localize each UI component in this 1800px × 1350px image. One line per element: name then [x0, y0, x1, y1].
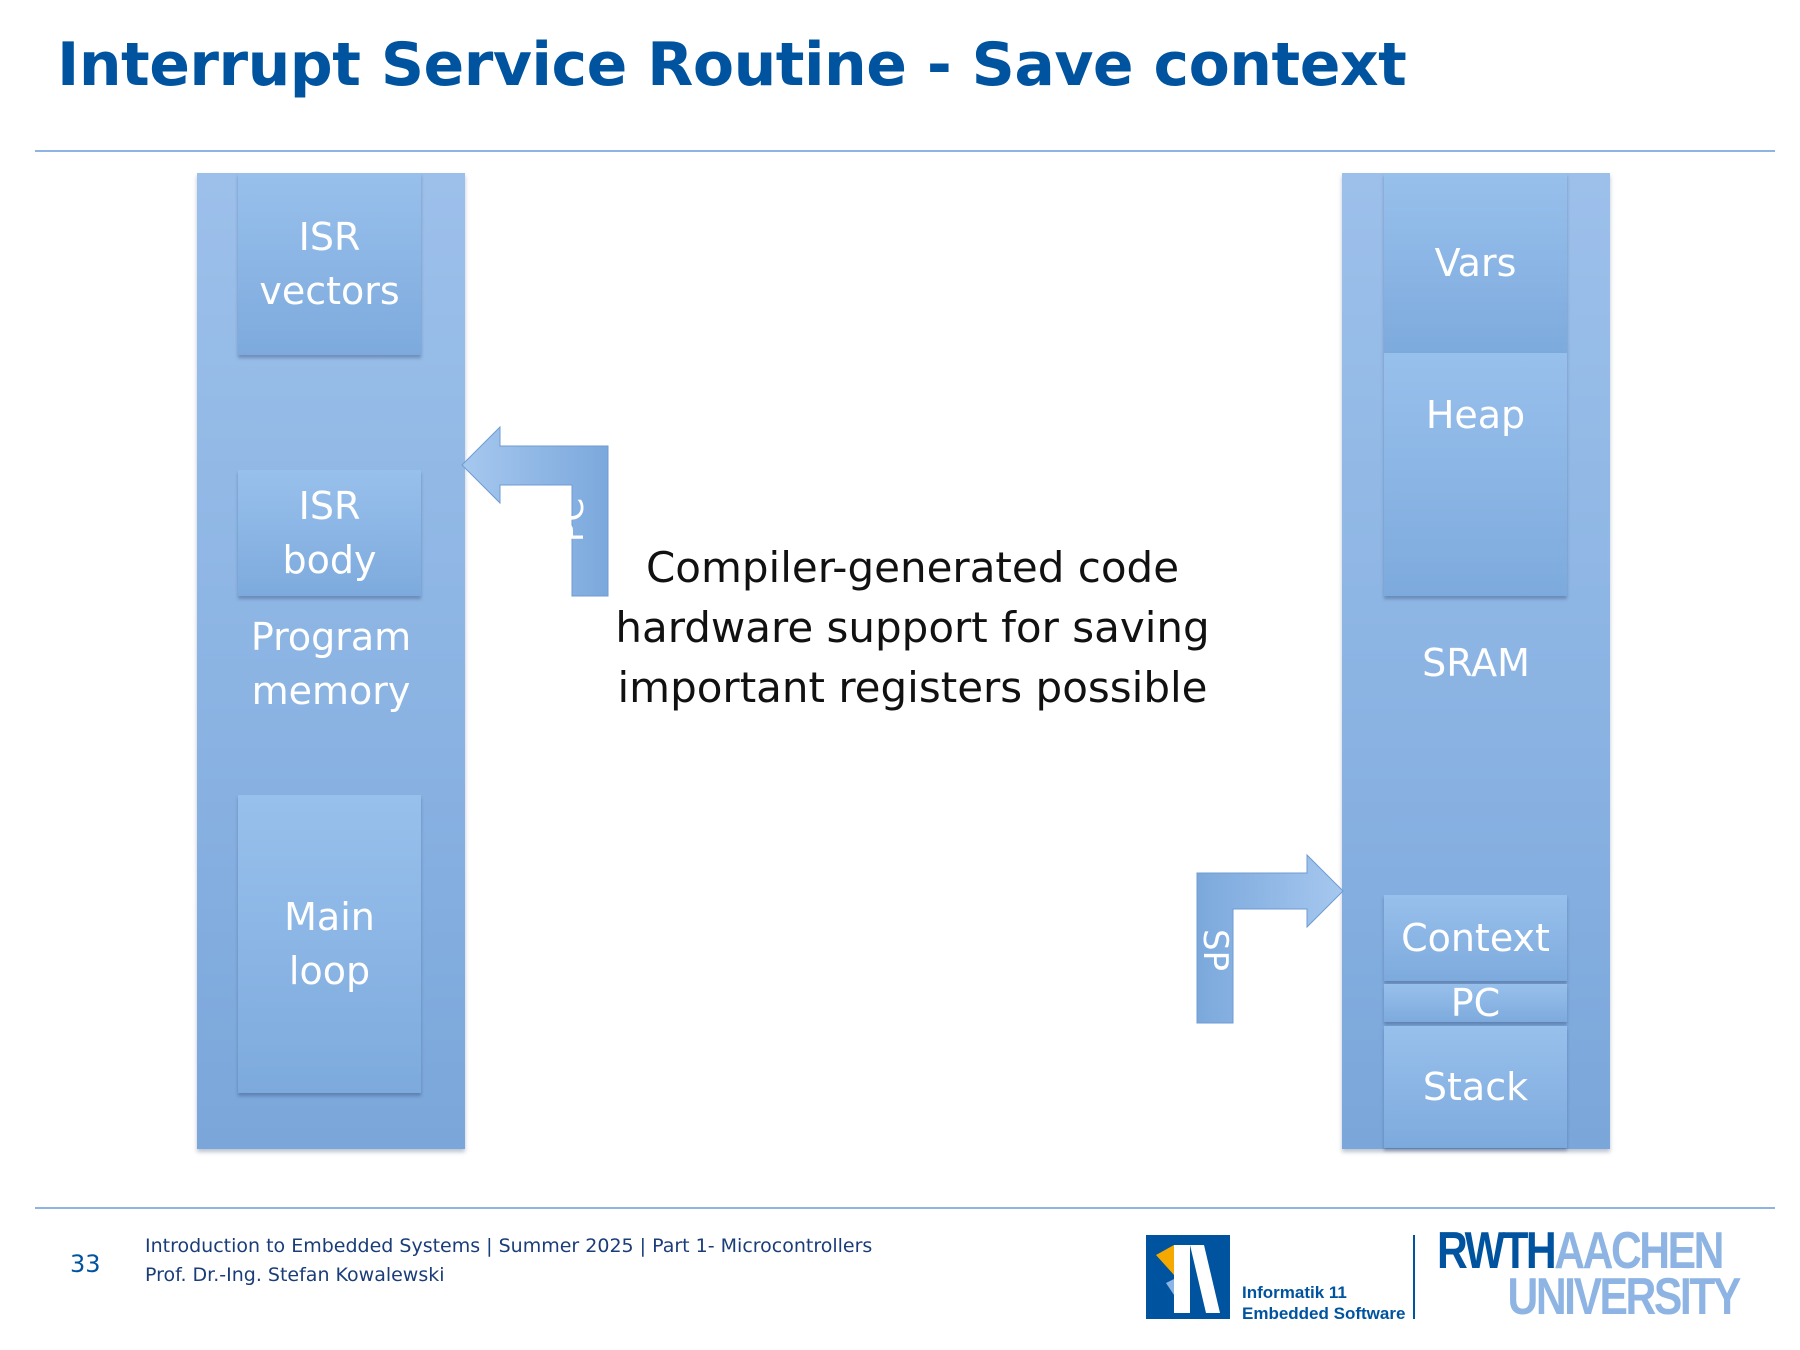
center-text-line2: hardware support for saving	[615, 603, 1210, 652]
context-label: Context	[1401, 916, 1550, 960]
program-memory-label-line2: memory	[251, 669, 411, 713]
footer-author: Prof. Dr.-Ing. Stefan Kowalewski	[145, 1264, 445, 1286]
rwth-logo-aachen: AACHEN	[1554, 1222, 1724, 1280]
heap-block: Heap	[1384, 353, 1567, 596]
isr-body-line1: ISR	[298, 484, 361, 528]
logo-i11-line1: Informatik 11	[1242, 1283, 1347, 1302]
isr-vectors-block: ISR vectors	[238, 173, 421, 355]
isr-body-line2: body	[282, 538, 377, 582]
stack-pc-label: PC	[1450, 981, 1501, 1025]
program-memory-label-line1: Program	[250, 615, 412, 659]
logo-separator	[1413, 1235, 1415, 1319]
pc-pointer-arrow	[461, 425, 609, 597]
vars-block: Vars	[1384, 173, 1567, 353]
pc-pointer-label: PC	[552, 497, 592, 543]
context-block: Context	[1384, 895, 1567, 981]
sram-label: SRAM	[1422, 641, 1530, 685]
stack-block: Stack	[1384, 1026, 1567, 1148]
rwth-logo-university: UNIVERSITY	[1507, 1268, 1742, 1326]
vars-label: Vars	[1434, 241, 1517, 285]
isr-vectors-line1: ISR	[298, 215, 361, 259]
isr-body-block: ISR body	[238, 470, 421, 596]
heap-label: Heap	[1425, 392, 1526, 437]
top-divider	[35, 150, 1775, 152]
center-text-line3: important registers possible	[617, 663, 1208, 712]
main-loop-block: Main loop	[238, 795, 421, 1093]
main-loop-line2: loop	[288, 949, 371, 993]
informatik11-logo-icon	[1146, 1235, 1230, 1319]
footer-course: Introduction to Embedded Systems | Summe…	[145, 1235, 873, 1257]
bottom-divider	[35, 1207, 1775, 1209]
isr-vectors-line2: vectors	[259, 269, 400, 313]
rwth-logo-rwth: RWTH	[1437, 1222, 1557, 1280]
stack-pc-block: PC	[1384, 984, 1567, 1022]
stack-label: Stack	[1422, 1065, 1529, 1109]
sp-pointer-label: SP	[1195, 928, 1235, 972]
logo-i11-line2: Embedded Software	[1242, 1304, 1406, 1323]
page-number: 33	[70, 1250, 101, 1278]
main-loop-line1: Main	[284, 895, 375, 939]
slide-title: Interrupt Service Routine - Save context	[57, 30, 1407, 100]
center-text-line1: Compiler-generated code	[645, 543, 1180, 592]
center-description: Compiler-generated code hardware support…	[600, 538, 1225, 718]
program-memory-label: Program memory	[197, 610, 465, 718]
sp-pointer-arrow	[1196, 853, 1344, 1024]
rwth-logo: RWTHAACHEN UNIVERSITY	[1437, 1225, 1742, 1326]
